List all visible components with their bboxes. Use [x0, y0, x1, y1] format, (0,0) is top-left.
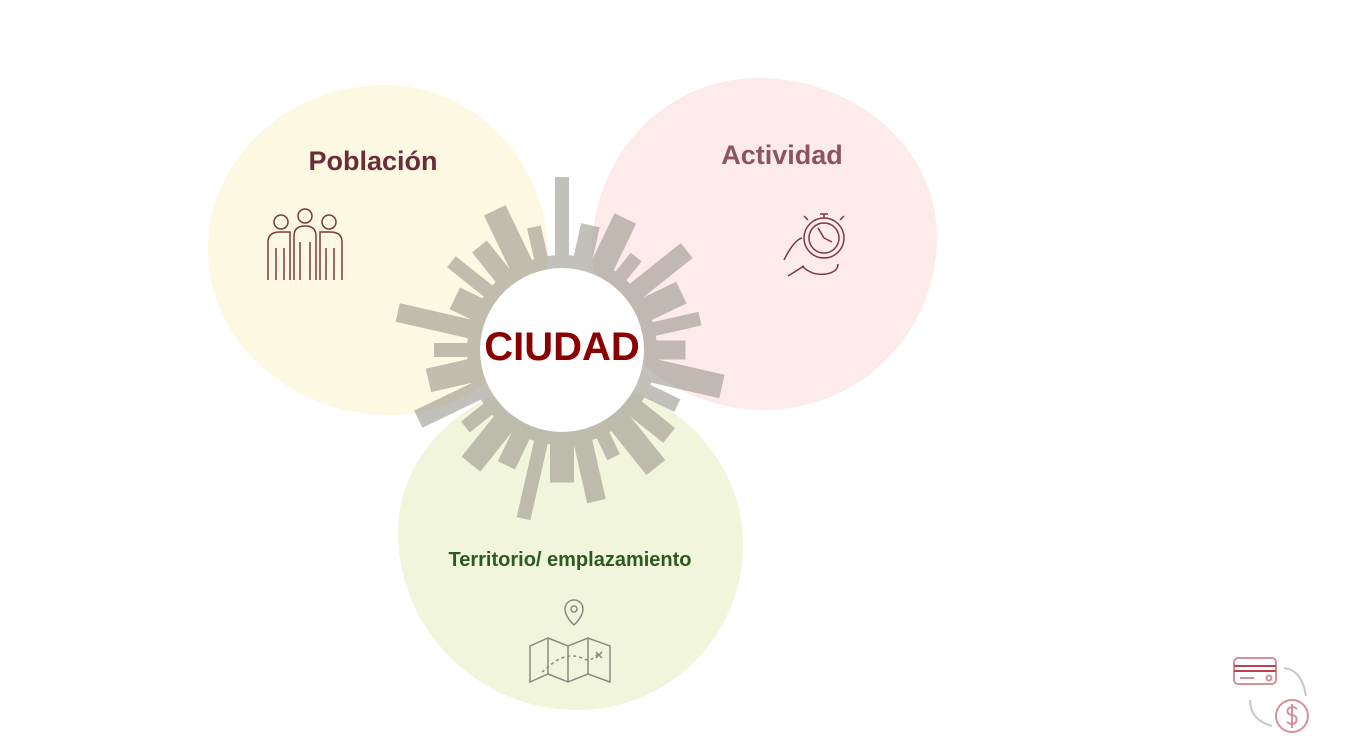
city-ring — [467, 255, 657, 445]
building — [573, 437, 606, 504]
building — [414, 381, 484, 428]
building — [471, 240, 513, 284]
building — [650, 311, 702, 337]
building — [527, 225, 549, 262]
map-pin-icon — [529, 599, 611, 684]
card-payment-icon — [1233, 657, 1309, 733]
building — [639, 281, 687, 321]
ciudad-title: CIUDAD — [484, 325, 640, 369]
building — [461, 401, 495, 433]
building — [497, 428, 531, 470]
poblacion-label: Población — [308, 146, 438, 176]
people-icon — [267, 208, 343, 280]
building — [555, 177, 569, 258]
city-ring-illustration — [395, 177, 725, 521]
building — [654, 340, 686, 360]
building — [516, 438, 549, 521]
building — [595, 429, 620, 461]
building — [609, 414, 666, 476]
building — [449, 287, 485, 321]
building — [573, 223, 600, 263]
building — [628, 399, 676, 443]
stopwatch-hand-icon — [783, 213, 845, 277]
building — [550, 442, 574, 483]
building — [641, 383, 681, 412]
building — [395, 303, 475, 339]
territorio-label: Territorio/ emplazamiento — [448, 549, 692, 571]
actividad-label: Actividad — [721, 140, 843, 170]
building — [447, 256, 495, 299]
building — [461, 414, 515, 472]
building — [434, 343, 470, 357]
building — [591, 213, 637, 273]
building — [649, 358, 725, 399]
building — [425, 358, 475, 393]
building — [613, 252, 642, 283]
building — [483, 205, 533, 273]
building — [628, 243, 693, 301]
